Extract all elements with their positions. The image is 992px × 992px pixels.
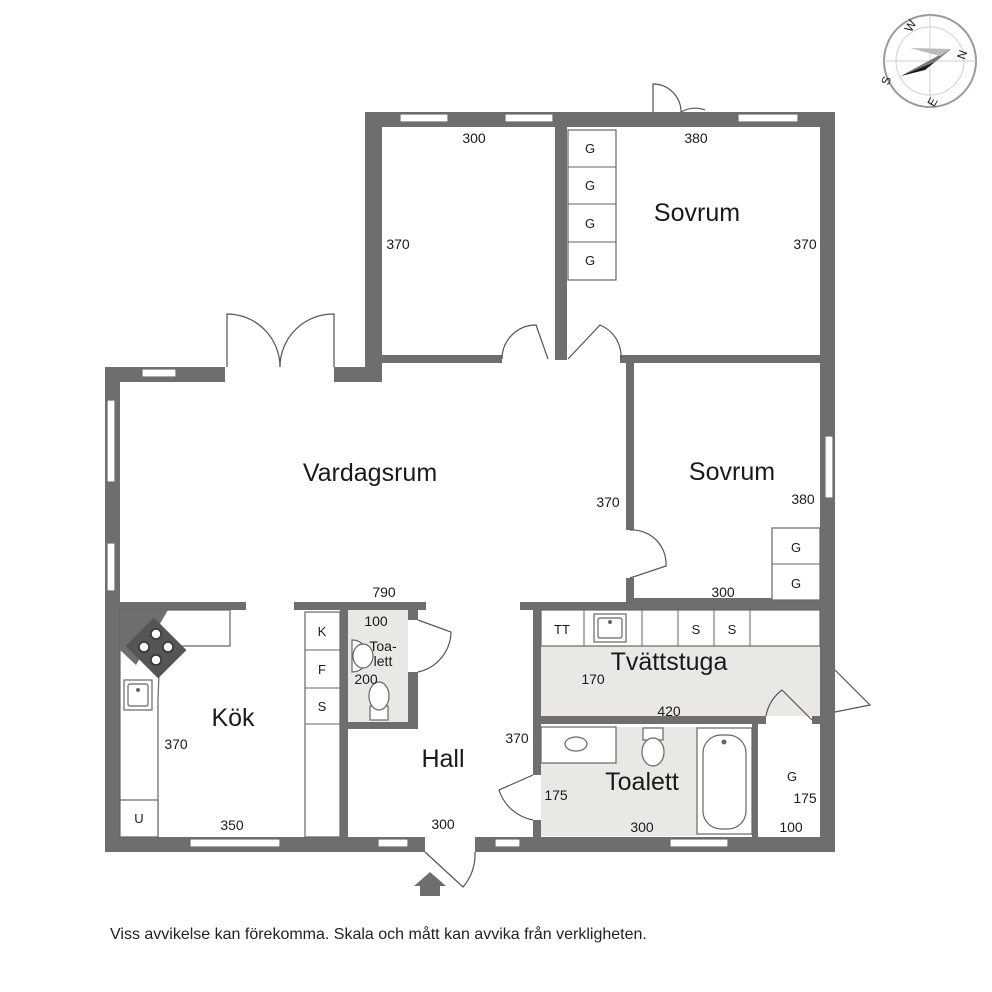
room-label-sovrum: Sovrum	[654, 199, 740, 227]
dimension-label: 300	[431, 816, 455, 832]
toilet-icon	[641, 727, 665, 767]
room-label-hall: Hall	[421, 745, 464, 773]
dryer-label: TT	[554, 622, 570, 637]
dimension-label: 300	[462, 130, 486, 146]
dimension-label: 100	[364, 613, 388, 629]
room-label-toalett-small: lett	[374, 653, 393, 669]
wardrobe-label: G	[585, 141, 595, 156]
dimension-label: 370	[505, 730, 529, 746]
dimension-label: 100	[779, 819, 803, 835]
appliance-label: U	[134, 811, 143, 826]
laundry-sink-icon	[593, 613, 627, 643]
room-label-sovrum: Sovrum	[689, 458, 775, 486]
dimension-label: 170	[581, 671, 605, 687]
wardrobe-column-top	[567, 129, 617, 281]
interior-walls	[120, 112, 820, 837]
hall-cabinets	[304, 611, 341, 838]
dimension-label: 790	[372, 584, 396, 600]
tvattstuga-floor	[541, 646, 821, 716]
entrance-arrow	[414, 872, 446, 896]
dimension-label: 370	[386, 236, 410, 252]
wardrobe-label: G	[585, 178, 595, 193]
dimension-label: 370	[793, 236, 817, 252]
storage-label: S	[692, 622, 701, 637]
toilet-room-vanity	[540, 726, 617, 764]
compass-rose-icon	[883, 14, 977, 108]
storage-label: S	[318, 699, 327, 714]
dimension-label: 370	[596, 494, 620, 510]
room-label-tvattstuga: Tvättstuga	[611, 648, 728, 676]
dimension-label: 380	[791, 491, 815, 507]
dimension-label: 420	[657, 703, 681, 719]
kitchen-sink-icon	[123, 679, 153, 711]
dimension-label: 200	[354, 671, 378, 687]
disclaimer-text: Viss avvikelse kan förekomma. Skala och …	[110, 926, 647, 943]
dimension-label: 175	[544, 787, 568, 803]
laundry-counter	[540, 609, 821, 647]
freezer-label: F	[318, 662, 326, 677]
wardrobe-label: G	[791, 576, 801, 591]
room-label-toalett-small: Toa-	[369, 638, 397, 654]
wardrobe-label: G	[585, 253, 595, 268]
dimension-label: 300	[711, 584, 735, 600]
dimension-label: 370	[164, 736, 188, 752]
wardrobe-column-bedroom-2	[771, 527, 821, 601]
wardrobe-label: G	[791, 540, 801, 555]
dimension-label: 300	[630, 819, 654, 835]
doors	[226, 83, 872, 888]
bathtub-icon	[696, 727, 753, 835]
wardrobe-label: G	[585, 216, 595, 231]
room-label-vardagsrum: Vardagsrum	[303, 459, 437, 487]
dimension-label: 350	[220, 817, 244, 833]
room-label-toalett: Toalett	[605, 768, 679, 796]
dimension-label: 380	[684, 130, 708, 146]
wc-basin-icon	[351, 639, 374, 673]
storage-label: S	[728, 622, 737, 637]
fridge-label: K	[318, 624, 327, 639]
stove-icon	[125, 617, 187, 679]
windows	[106, 113, 834, 848]
room-label-kok: Kök	[211, 704, 255, 732]
wardrobe-label: G	[787, 769, 797, 784]
toilet-icon	[368, 681, 390, 721]
dimension-label: 175	[793, 790, 817, 806]
